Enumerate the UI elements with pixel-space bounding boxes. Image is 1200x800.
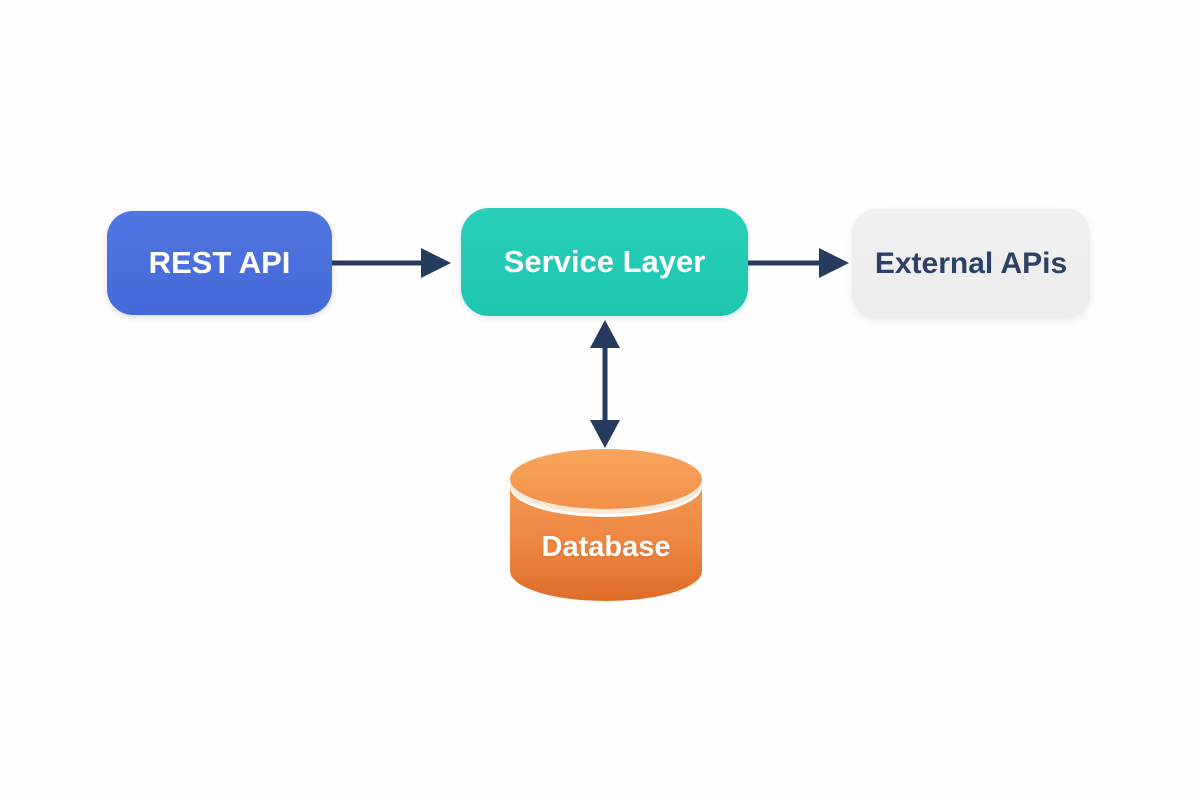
node-service-layer: Service Layer: [461, 208, 748, 316]
arrow-service-to-external-icon: [748, 248, 849, 278]
arrow-service-database-bidirectional-icon: [590, 320, 620, 448]
node-rest-api-label: REST API: [148, 245, 291, 280]
node-database-label: Database: [541, 531, 671, 563]
database-cylinder-icon: [510, 449, 702, 601]
arrow-rest-to-service-icon: [332, 248, 451, 278]
node-rest-api: REST API: [107, 211, 332, 315]
node-database: Database: [510, 449, 702, 601]
node-external-apis-label: External APis: [874, 246, 1068, 280]
node-service-layer-label: Service Layer: [503, 244, 706, 279]
node-external-apis: External APis: [852, 209, 1090, 318]
